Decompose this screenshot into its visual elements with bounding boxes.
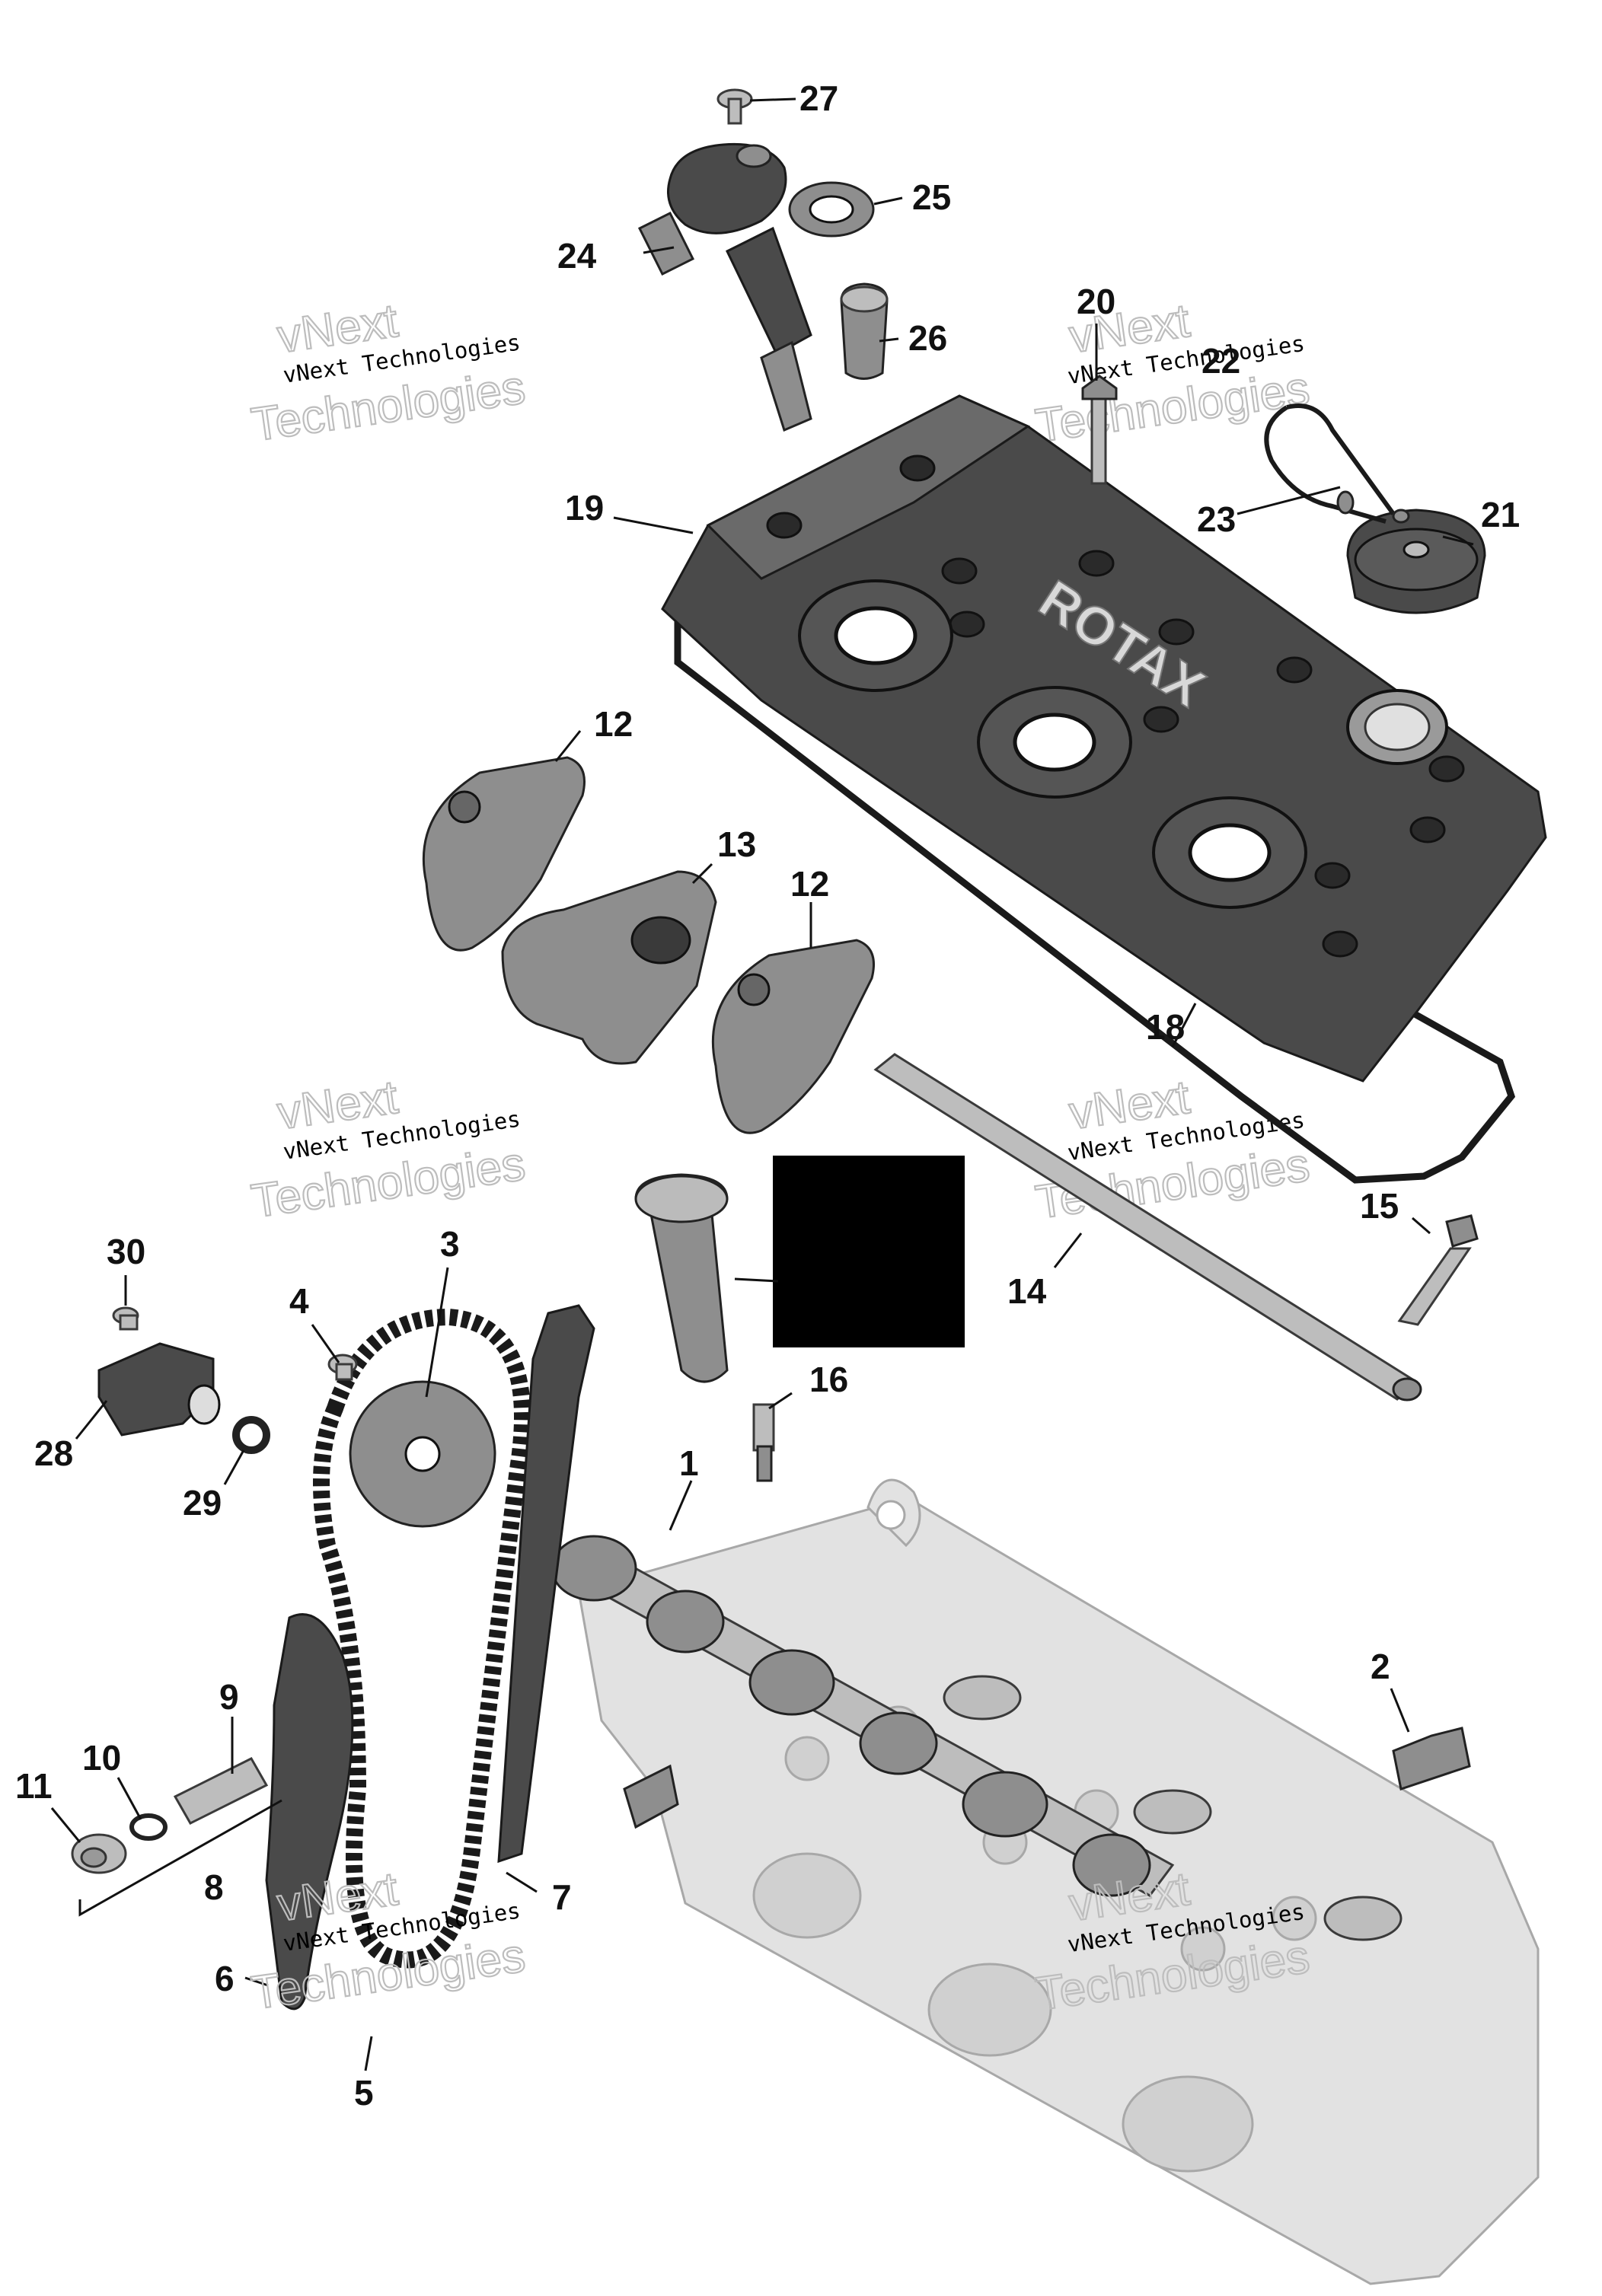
callout-11: 11 xyxy=(15,1766,53,1806)
watermark-mid-left: vNext vNext Technologies Technologies xyxy=(247,1070,529,1229)
callout-23: 23 xyxy=(1197,499,1236,539)
callout-10: 10 xyxy=(82,1738,121,1778)
valve-cover: ROTAX xyxy=(661,394,1547,1083)
callout-30: 30 xyxy=(107,1232,145,1271)
tensioner-o-ring xyxy=(129,1813,168,1841)
callout-3: 3 xyxy=(440,1224,460,1264)
callout-25: 25 xyxy=(912,177,951,217)
sensor-screw xyxy=(112,1306,139,1331)
camshaft xyxy=(550,1535,1175,1897)
chain-guide xyxy=(497,1304,595,1864)
callout-13: 13 xyxy=(717,824,756,864)
sprocket-screw xyxy=(327,1354,358,1381)
camshaft-position-sensor xyxy=(97,1342,221,1437)
callout-24: 24 xyxy=(557,236,597,276)
ignition-coil xyxy=(637,142,812,432)
callout-4: 4 xyxy=(289,1281,309,1321)
callout-12a: 12 xyxy=(594,704,633,744)
rocker-arm-center xyxy=(501,870,717,1065)
callout-2: 2 xyxy=(1371,1647,1390,1686)
callout-26: 26 xyxy=(908,318,947,358)
callout-16: 16 xyxy=(809,1360,848,1399)
callout-15: 15 xyxy=(1360,1186,1399,1226)
head-bolt xyxy=(1397,1214,1479,1326)
callout-20: 20 xyxy=(1077,282,1115,321)
tensioner-plug xyxy=(71,1833,127,1874)
callout-6: 6 xyxy=(215,1959,235,1998)
spark-plug-tube xyxy=(634,1173,729,1383)
coil-boot xyxy=(840,282,889,380)
tensioner-guide xyxy=(265,1613,354,2011)
callout-8: 8 xyxy=(204,1867,224,1907)
rocker-shaft xyxy=(873,1053,1422,1402)
callout-1: 1 xyxy=(679,1443,699,1483)
hose-clamp xyxy=(1336,490,1410,524)
spark-plug xyxy=(752,1403,775,1482)
callout-7: 7 xyxy=(552,1877,572,1917)
callout-12b: 12 xyxy=(790,864,829,904)
callout-22: 22 xyxy=(1202,341,1240,381)
tensioner-assembly-bracket xyxy=(78,1799,282,1917)
leader-lines xyxy=(50,97,1474,2071)
cover-bolt xyxy=(1081,375,1118,485)
rocker-arm-right xyxy=(711,939,875,1134)
spark-plug-seal xyxy=(788,181,875,238)
callout-19: 19 xyxy=(565,488,604,528)
sensor-o-ring xyxy=(232,1416,270,1454)
callout-9: 9 xyxy=(219,1677,239,1717)
rocker-arm-left xyxy=(422,756,586,952)
breather-hose xyxy=(1264,403,1396,524)
callout-28: 28 xyxy=(34,1433,73,1473)
small-cap xyxy=(1392,1727,1471,1791)
oil-filler-cap xyxy=(1346,509,1486,614)
chain-tensioner-plunger xyxy=(173,1757,269,1825)
callout-18: 18 xyxy=(1146,1007,1185,1047)
cylinder-head xyxy=(577,1478,1540,2285)
callout-5: 5 xyxy=(354,2073,374,2113)
watermark-mid-right: vNext vNext Technologies Technologies xyxy=(1032,1070,1313,1230)
watermark-top-left: vNext vNext Technologies Technologies xyxy=(247,294,529,452)
callout-14: 14 xyxy=(1007,1271,1047,1311)
cam-sprocket xyxy=(349,1380,496,1528)
redacted-box xyxy=(773,1156,965,1347)
callout-21: 21 xyxy=(1481,495,1520,534)
coil-screw xyxy=(716,88,753,125)
callout-labels: 27 25 24 26 20 22 23 21 19 12 13 12 18 1… xyxy=(15,78,1520,2113)
callout-27: 27 xyxy=(799,78,838,118)
callout-29: 29 xyxy=(183,1483,222,1523)
timing-chain xyxy=(313,1308,531,1969)
